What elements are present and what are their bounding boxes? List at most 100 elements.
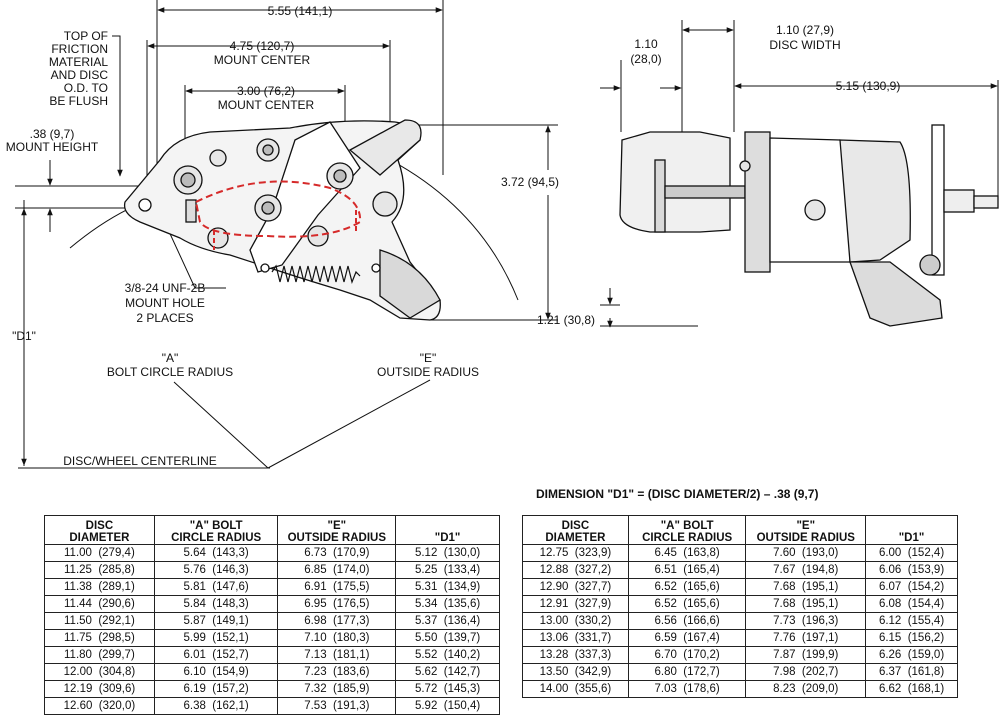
- table-row: 11.00 (279,4)5.64 (143,3)6.73 (170,9)5.1…: [44, 544, 500, 562]
- disc-width-caption: DISC WIDTH: [769, 38, 840, 52]
- table-cell: 7.87 (199,9): [745, 646, 867, 664]
- table-cell: 13.00 (330,2): [522, 612, 629, 630]
- top-note-line: BE FLUSH: [49, 94, 108, 108]
- dimension-formula: DIMENSION "D1" = (DISC DIAMETER/2) – .38…: [536, 487, 819, 501]
- mount-center-outer-caption: MOUNT CENTER: [214, 53, 311, 67]
- column-header-line: DISC: [85, 520, 114, 532]
- side-view-dimensions: [600, 20, 999, 328]
- table-cell: 6.62 (168,1): [865, 680, 958, 698]
- table-cell: 6.07 (154,2): [865, 578, 958, 596]
- column-header-line: "D1": [434, 532, 461, 544]
- table-cell: 6.01 (152,7): [153, 646, 279, 664]
- table-cell: 5.92 (150,4): [395, 697, 500, 715]
- table-cell: 5.72 (145,3): [395, 680, 500, 698]
- table-cell: 6.26 (159,0): [865, 646, 958, 664]
- mount-hole-line: 2 PLACES: [136, 311, 193, 325]
- caliper-drawing: 5.55 (141,1) 4.75 (120,7) MOUNT CENTER 3…: [6, 0, 999, 469]
- table-cell: 12.75 (323,9): [522, 544, 629, 562]
- table-cell: 5.12 (130,0): [395, 544, 500, 562]
- table-cell: 7.13 (181,1): [277, 646, 397, 664]
- table-cell: 5.34 (135,6): [395, 595, 500, 613]
- table-cell: 6.19 (157,2): [153, 680, 279, 698]
- table-cell: 6.06 (153,9): [865, 561, 958, 579]
- table-cell: 5.52 (140,2): [395, 646, 500, 664]
- table-cell: 11.80 (299,7): [44, 646, 155, 664]
- centerline-label: DISC/WHEEL CENTERLINE: [63, 454, 217, 468]
- table-cell: 12.19 (309,6): [44, 680, 155, 698]
- top-note-line: TOP OF: [64, 29, 108, 43]
- caliper-side-view: [619, 124, 999, 327]
- table-cell: 7.03 (178,6): [627, 680, 747, 698]
- table-cell: 5.25 (133,4): [395, 561, 500, 579]
- column-header-line: "D1": [898, 532, 925, 544]
- table-cell: 6.56 (166,6): [627, 612, 747, 630]
- column-header-line: "A" BOLT: [660, 520, 714, 532]
- table-cell: 7.53 (191,3): [277, 697, 397, 715]
- table-cell: 13.50 (342,9): [522, 663, 629, 681]
- top-note-line: AND DISC: [51, 68, 109, 82]
- table-cell: 11.44 (290,6): [44, 595, 155, 613]
- side-bottom-label: 1.21 (30,8): [537, 313, 595, 327]
- table-cell: 12.90 (327,7): [522, 578, 629, 596]
- mount-center-inner-label: 3.00 (76,2): [237, 84, 295, 98]
- table-cell: 6.85 (174,0): [277, 561, 397, 579]
- mount-center-inner-caption: MOUNT CENTER: [218, 98, 315, 112]
- table-cell: 6.80 (172,7): [627, 663, 747, 681]
- overall-width-label: 5.55 (141,1): [268, 4, 333, 18]
- table-cell: 7.98 (202,7): [745, 663, 867, 681]
- side-offset-label: 1.10: [634, 37, 658, 51]
- drawing-labels: 5.55 (141,1) 4.75 (120,7) MOUNT CENTER 3…: [6, 4, 901, 468]
- a-caption: BOLT CIRCLE RADIUS: [107, 365, 233, 379]
- table-cell: 7.76 (197,1): [745, 629, 867, 647]
- a-label: "A": [162, 351, 179, 365]
- table-cell: 5.87 (149,1): [153, 612, 279, 630]
- table-cell: 6.37 (161,8): [865, 663, 958, 681]
- table-cell: 6.15 (156,2): [865, 629, 958, 647]
- table-cell: 6.52 (165,6): [627, 578, 747, 596]
- table-row: 13.06 (331,7)6.59 (167,4)7.76 (197,1)6.1…: [522, 629, 958, 647]
- mount-height-caption: MOUNT HEIGHT: [6, 140, 99, 154]
- column-header: "E"OUTSIDE RADIUS: [277, 515, 397, 545]
- table-row: 12.91 (327,9)6.52 (165,6)7.68 (195,1)6.0…: [522, 595, 958, 613]
- table-cell: 5.62 (142,7): [395, 663, 500, 681]
- column-header-line: "E": [327, 520, 347, 532]
- return-spring: [271, 264, 361, 284]
- table-row: 14.00 (355,6)7.03 (178,6)8.23 (209,0)6.6…: [522, 680, 958, 698]
- table-row: 12.90 (327,7)6.52 (165,6)7.68 (195,1)6.0…: [522, 578, 958, 596]
- top-note-line: FRICTION: [51, 42, 108, 56]
- table-row: 13.50 (342,9)6.80 (172,7)7.98 (202,7)6.3…: [522, 663, 958, 681]
- table-cell: 8.23 (209,0): [745, 680, 867, 698]
- table-cell: 12.88 (327,2): [522, 561, 629, 579]
- mount-height-label: .38 (9,7): [30, 127, 75, 141]
- column-header-line: CIRCLE RADIUS: [171, 532, 262, 544]
- table-cell: 11.25 (285,8): [44, 561, 155, 579]
- table-row: 12.75 (323,9)6.45 (163,8)7.60 (193,0)6.0…: [522, 544, 958, 562]
- table-cell: 5.50 (139,7): [395, 629, 500, 647]
- table-cell: 7.60 (193,0): [745, 544, 867, 562]
- table-cell: 7.73 (196,3): [745, 612, 867, 630]
- spec-table-body: 12.75 (323,9)6.45 (163,8)7.60 (193,0)6.0…: [522, 544, 958, 698]
- table-cell: 5.64 (143,3): [153, 544, 279, 562]
- table-cell: 5.31 (134,9): [395, 578, 500, 596]
- column-header-line: OUTSIDE RADIUS: [756, 532, 855, 544]
- column-header: "D1": [395, 515, 500, 545]
- table-cell: 5.37 (136,4): [395, 612, 500, 630]
- top-note-line: O.D. TO: [64, 81, 108, 95]
- mount-hole-line: 3/8-24 UNF-2B: [125, 281, 206, 295]
- table-row: 11.25 (285,8)5.76 (146,3)6.85 (174,0)5.2…: [44, 561, 500, 579]
- column-header-line: OUTSIDE RADIUS: [287, 532, 387, 544]
- table-cell: 5.84 (148,3): [153, 595, 279, 613]
- table-cell: 6.10 (154,9): [153, 663, 279, 681]
- table-cell: 14.00 (355,6): [522, 680, 629, 698]
- table-cell: 6.08 (154,4): [865, 595, 958, 613]
- table-cell: 6.38 (162,1): [153, 697, 279, 715]
- table-cell: 6.95 (176,5): [277, 595, 397, 613]
- table-cell: 11.75 (298,5): [44, 629, 155, 647]
- d1-label: "D1": [12, 329, 36, 343]
